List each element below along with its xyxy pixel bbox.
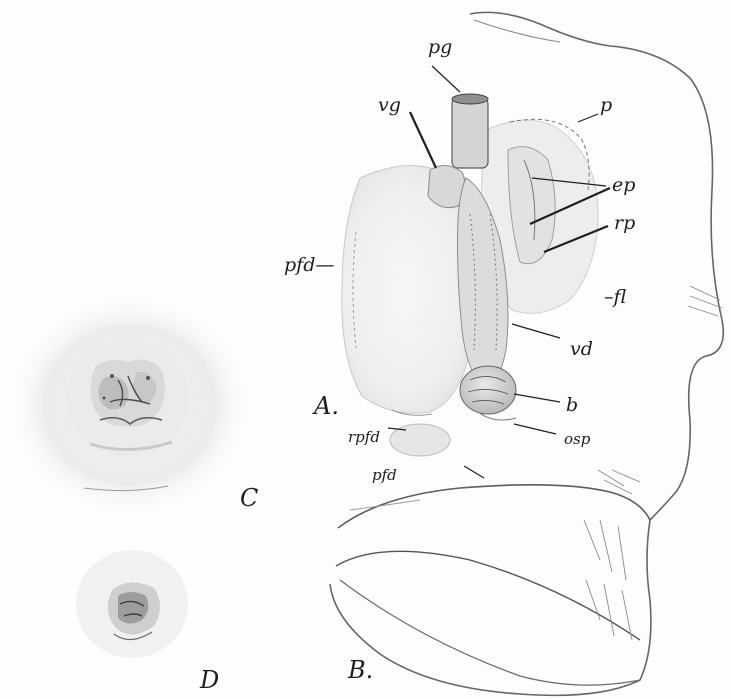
- label-vg: vg: [378, 96, 401, 115]
- figure-c-section: [8, 293, 252, 517]
- panel-label-d: D: [200, 668, 219, 692]
- label-pfd-side: pfd—: [284, 256, 334, 275]
- label-osp: osp: [564, 432, 590, 447]
- label-vd: vd: [570, 340, 593, 359]
- label-b: b: [566, 396, 578, 415]
- label-pfd-bottom: pfd: [372, 468, 397, 483]
- figure-d-section: [76, 550, 188, 658]
- label-p: p: [600, 96, 612, 115]
- label-rpfd: rpfd: [348, 430, 380, 445]
- label-fl: –fl: [604, 288, 626, 307]
- panel-label-b: B.: [348, 658, 373, 682]
- panel-label-a: A.: [314, 394, 339, 418]
- label-rp: rp: [614, 214, 635, 233]
- label-pg: pg: [428, 38, 452, 57]
- panel-label-c: C: [240, 486, 258, 510]
- label-ep: ep: [612, 176, 635, 195]
